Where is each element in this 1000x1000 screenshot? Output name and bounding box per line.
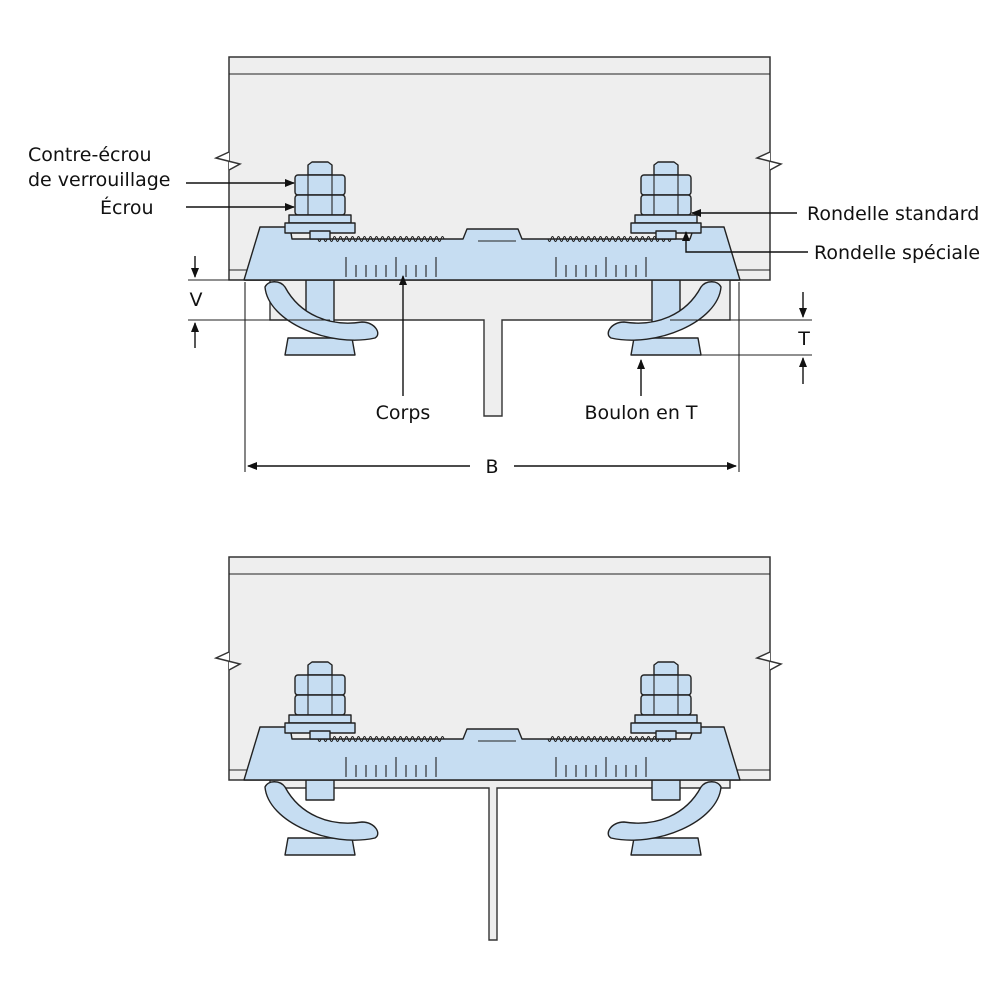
clip-hook [607,781,722,841]
standard-washer [288,214,352,224]
lock-nut [294,674,346,696]
lock-nut [294,174,346,196]
nut [294,194,346,216]
t-rail [269,779,731,941]
dimension-b: B [244,282,740,478]
t-bolt-head [630,837,702,856]
locknut-label-line1: Contre-écrou [28,144,152,166]
t-bolt-head [284,337,356,356]
standard-washer [634,214,698,224]
stud-top [307,661,333,676]
dim-t-label: T [797,328,810,350]
nut-label: Écrou [100,196,154,219]
dimension-t: T [670,292,812,384]
t-bolt-shank [651,779,681,801]
special-washer-lip [655,230,677,240]
dim-b-label: B [485,456,498,478]
clip-hook [264,781,379,841]
nut [640,694,692,716]
t-bolt-shank [305,779,335,801]
serration [547,235,675,243]
special-washer-lip [309,730,331,740]
stud-top [653,661,679,676]
t-bolt-label: Boulon en T [584,402,697,424]
nut [294,694,346,716]
serration [547,735,675,743]
nut [640,194,692,216]
break-mark-left [213,151,243,171]
standard-washer [288,714,352,724]
special-washer-lip [655,730,677,740]
stud-top [653,161,679,176]
break-mark-left [213,651,243,671]
standard-washer [634,714,698,724]
lock-nut [640,174,692,196]
locknut-label-line2: de verrouillage [28,169,171,191]
break-mark-right [754,151,784,171]
standard-washer-label: Rondelle standard [807,203,979,225]
serration [317,735,445,743]
lock-nut [640,674,692,696]
clip-hook [264,281,379,341]
special-washer-label: Rondelle spéciale [814,242,980,264]
assembly-bottom [213,556,784,941]
clip-hook [607,281,722,341]
t-bolt-head [284,837,356,856]
dim-v-label: V [190,289,203,311]
break-mark-right [754,651,784,671]
stud-top [307,161,333,176]
t-bolt-head [630,337,702,356]
assembly-top [213,56,784,417]
t-rail [269,279,731,417]
serration [317,235,445,243]
special-washer-lip [309,230,331,240]
dimension-v: V [188,256,330,348]
body-label: Corps [376,402,431,424]
leader-lines [186,179,808,396]
